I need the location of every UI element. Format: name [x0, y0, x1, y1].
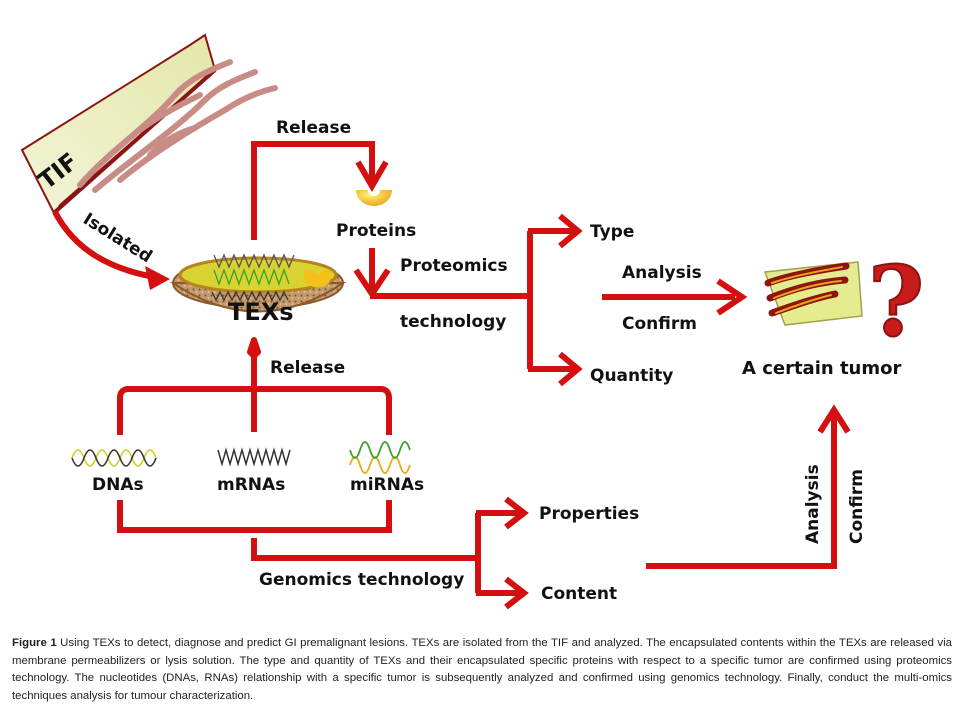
release-bottom-arrow — [247, 337, 261, 393]
isolated-label: Isolated — [79, 209, 155, 267]
properties-label: Properties — [539, 504, 639, 524]
isolated-arrow — [52, 210, 161, 281]
quantity-label: Quantity — [590, 366, 673, 386]
properties-arrowhead — [504, 496, 529, 530]
figure-label: Figure 1 — [12, 637, 57, 649]
proteomics-label-line1: Proteomics — [400, 256, 508, 276]
dnas-label: DNAs — [92, 475, 144, 495]
genomics-label: Genomics technology — [259, 570, 464, 590]
analysis-label: Analysis — [622, 263, 702, 283]
genomics-analysis-arrowhead — [817, 404, 851, 434]
type-label: Type — [590, 222, 634, 242]
release-top-arrowhead — [355, 160, 389, 192]
tumor-label: A certain tumor — [742, 358, 901, 379]
type-arrowhead — [558, 213, 583, 249]
release-top-arrow — [251, 141, 375, 240]
tumor-icon — [763, 261, 863, 326]
mrna-icon — [217, 447, 291, 467]
genomics-line — [251, 538, 478, 561]
mirnas-label: miRNAs — [350, 475, 424, 495]
proteins-label: Proteins — [336, 221, 416, 241]
content-arrowhead — [504, 576, 529, 610]
diagram-canvas: TIF Isolated Release Proteins TEXs Prote… — [20, 33, 925, 610]
release-bottom-label: Release — [270, 358, 345, 378]
mrnas-label: mRNAs — [217, 475, 285, 495]
analysis-vertical-label: Analysis — [803, 464, 823, 544]
genomics-analysis-arrow — [646, 416, 837, 569]
content-label: Content — [541, 584, 617, 604]
confirm-label: Confirm — [622, 314, 697, 334]
dna-icon — [71, 449, 157, 467]
mirna-icon — [349, 441, 411, 474]
texs-vesicle-icon — [169, 253, 347, 313]
figure-caption: Figure 1 Using TEXs to detect, diagnose … — [12, 635, 952, 705]
proteomics-label-line2: technology — [400, 312, 506, 332]
texs-label: TEXs — [228, 298, 294, 326]
tif-tissue-icon — [20, 33, 278, 218]
quantity-arrowhead — [558, 351, 583, 387]
isolated-arrowhead — [145, 266, 170, 290]
protein-icon — [356, 190, 392, 206]
figure-caption-text: Using TEXs to detect, diagnose and predi… — [12, 637, 952, 702]
genomics-bracket — [117, 500, 392, 533]
question-mark-icon: ? — [868, 245, 924, 358]
confirm-vertical-label: Confirm — [847, 469, 867, 544]
analysis-confirm-arrowhead — [716, 278, 748, 316]
release-top-label: Release — [276, 118, 351, 138]
